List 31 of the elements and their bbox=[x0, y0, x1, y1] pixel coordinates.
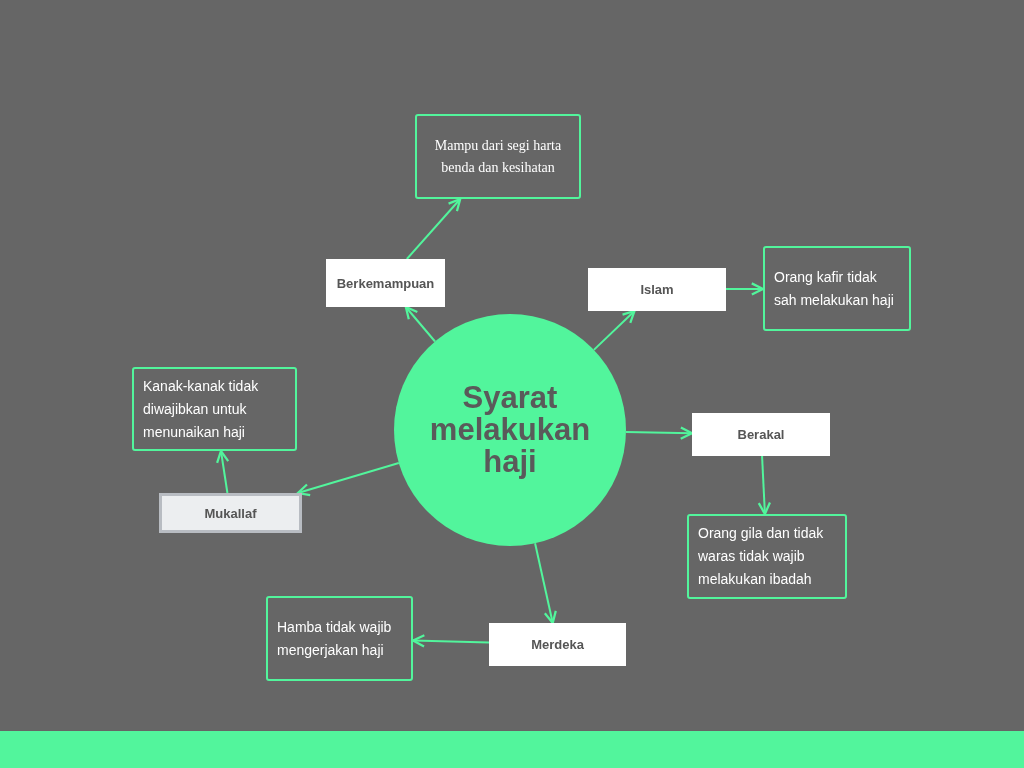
category-box bbox=[326, 259, 445, 307]
node-text: Berkemampuan bbox=[336, 275, 435, 291]
note-box bbox=[415, 114, 581, 199]
arrow bbox=[534, 542, 557, 625]
category-box bbox=[159, 493, 302, 533]
note-box bbox=[763, 246, 911, 331]
node-text: Orang kafir tidak sah melakukan haji bbox=[774, 267, 895, 310]
arrow bbox=[216, 449, 230, 494]
node-text: Syarat melakukan haji bbox=[428, 382, 592, 478]
arrow bbox=[411, 634, 490, 648]
category-box bbox=[489, 623, 626, 666]
node-text: Kanak-kanak tidak diwajibkan untuk menunaikan haji bbox=[143, 376, 260, 442]
arrow bbox=[725, 282, 765, 296]
node-text: Orang gila dan tidak waras tidak wajib melakukan ibadah bbox=[698, 524, 825, 589]
note-box bbox=[687, 514, 847, 599]
note-box bbox=[266, 596, 413, 681]
node-text: Hamba tidak wajib mengerjakan haji bbox=[277, 617, 393, 660]
node-text: Berakal bbox=[737, 427, 785, 442]
arrow bbox=[404, 305, 437, 343]
arrow bbox=[296, 462, 400, 497]
category-box bbox=[588, 268, 726, 311]
note-box bbox=[132, 367, 297, 451]
arrow bbox=[757, 455, 772, 516]
arrow bbox=[625, 426, 694, 440]
node-text: Mukallaf bbox=[204, 505, 257, 521]
node-text: Merdeka bbox=[531, 637, 584, 652]
arrow bbox=[592, 309, 636, 351]
node-text: Islam bbox=[640, 282, 674, 297]
category-box bbox=[692, 413, 830, 456]
arrow bbox=[405, 197, 462, 260]
node-text: Mampu dari segi harta benda dan kesihatan bbox=[433, 136, 563, 177]
